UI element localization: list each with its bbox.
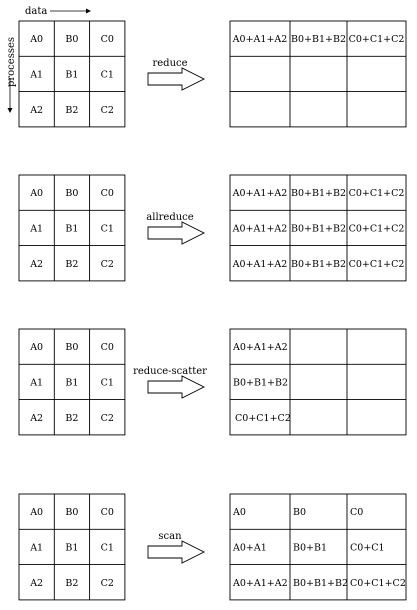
processes-axis-label: processes bbox=[6, 37, 17, 87]
output-cell: A0+A1+A2 bbox=[232, 342, 288, 353]
input-cell: B2 bbox=[65, 578, 78, 589]
input-cell: A1 bbox=[29, 69, 43, 80]
input-cell: C0 bbox=[101, 507, 114, 518]
output-cell: B0+B1 bbox=[293, 542, 327, 553]
output-cell: B0+B1+B2 bbox=[291, 34, 346, 45]
output-cell: B0+B1+B2 bbox=[291, 259, 346, 270]
output-cell: B0+B1+B2 bbox=[291, 223, 346, 234]
input-cell: B2 bbox=[65, 259, 78, 270]
output-grid-border bbox=[229, 20, 407, 128]
input-cell: C1 bbox=[101, 69, 114, 80]
operation-arrow bbox=[147, 67, 206, 91]
input-cell: B0 bbox=[65, 507, 78, 518]
input-grid-border bbox=[18, 20, 126, 128]
output-cell: A0+A1+A2 bbox=[232, 223, 288, 234]
input-cell: B0 bbox=[65, 188, 78, 199]
operation-label: reduce-scatter bbox=[133, 366, 207, 377]
operation-label: reduce bbox=[152, 58, 187, 69]
processes-axis-arrowhead bbox=[7, 108, 13, 113]
output-cell: B0+B1+B2 bbox=[293, 578, 348, 589]
input-cell: A0 bbox=[29, 188, 43, 199]
input-cell: A2 bbox=[29, 578, 43, 589]
output-cell: A0+A1 bbox=[232, 542, 267, 553]
output-cell: C0+C1+C2 bbox=[349, 223, 405, 234]
operation-arrow bbox=[147, 540, 206, 564]
input-cell: A2 bbox=[29, 259, 43, 270]
input-cell: B2 bbox=[65, 413, 78, 424]
output-cell: C0+C1+C2 bbox=[350, 578, 406, 589]
input-cell: C2 bbox=[101, 413, 114, 424]
input-cell: C2 bbox=[101, 259, 114, 270]
output-cell: B0 bbox=[293, 507, 306, 518]
input-cell: B1 bbox=[65, 542, 78, 553]
output-cell: C0+C1+C2 bbox=[349, 259, 405, 270]
input-cell: B1 bbox=[65, 223, 78, 234]
input-cell: C0 bbox=[101, 188, 114, 199]
output-cell: A0+A1+A2 bbox=[232, 578, 288, 589]
input-cell: C0 bbox=[101, 342, 114, 353]
input-cell: A0 bbox=[29, 34, 43, 45]
output-cell: A0+A1+A2 bbox=[232, 34, 288, 45]
output-cell: B0+B1+B2 bbox=[291, 188, 346, 199]
input-cell: A1 bbox=[29, 377, 43, 388]
input-cell: C1 bbox=[101, 542, 114, 553]
input-grid-border bbox=[18, 493, 126, 601]
input-cell: C2 bbox=[101, 105, 114, 116]
output-cell: C0+C1+C2 bbox=[349, 34, 405, 45]
input-cell: A1 bbox=[29, 542, 43, 553]
input-cell: A0 bbox=[29, 507, 43, 518]
axis-annotations: data processes bbox=[6, 6, 91, 113]
input-cell: B1 bbox=[65, 69, 78, 80]
operation-arrow bbox=[147, 375, 206, 399]
operation-label: allreduce bbox=[146, 212, 193, 223]
data-axis-label: data bbox=[25, 6, 47, 17]
output-grid-border bbox=[229, 493, 407, 601]
input-cell: B0 bbox=[65, 342, 78, 353]
output-cell: A0+A1+A2 bbox=[232, 259, 288, 270]
output-cell: C0+C1+C2 bbox=[235, 413, 291, 424]
output-grid-border bbox=[229, 174, 407, 282]
output-cell: C0 bbox=[350, 507, 363, 518]
operation-label: scan bbox=[158, 531, 182, 542]
input-grid-border bbox=[18, 174, 126, 282]
input-cell: C0 bbox=[101, 34, 114, 45]
output-cell: C0+C1 bbox=[350, 542, 385, 553]
input-cell: B0 bbox=[65, 34, 78, 45]
input-cell: C1 bbox=[101, 223, 114, 234]
input-grid-border bbox=[18, 328, 126, 436]
input-cell: B2 bbox=[65, 105, 78, 116]
input-cell: C2 bbox=[101, 578, 114, 589]
input-cell: A1 bbox=[29, 223, 43, 234]
output-cell: A0 bbox=[232, 507, 246, 518]
data-axis-arrowhead bbox=[86, 8, 91, 14]
input-cell: C1 bbox=[101, 377, 114, 388]
output-grid-border bbox=[229, 328, 407, 436]
output-cell: A0+A1+A2 bbox=[232, 188, 288, 199]
operation-arrow bbox=[147, 221, 206, 245]
output-cell: B0+B1+B2 bbox=[233, 377, 288, 388]
input-cell: A0 bbox=[29, 342, 43, 353]
input-cell: A2 bbox=[29, 413, 43, 424]
output-cell: C0+C1+C2 bbox=[349, 188, 405, 199]
input-cell: B1 bbox=[65, 377, 78, 388]
input-cell: A2 bbox=[29, 105, 43, 116]
